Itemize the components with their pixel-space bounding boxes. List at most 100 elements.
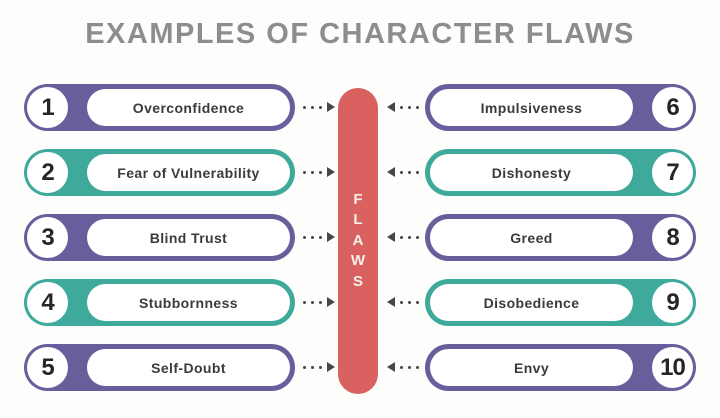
dot-icon: [311, 170, 314, 174]
dotted-arrow-left: [387, 362, 419, 372]
dot-icon: [400, 105, 403, 109]
number-badge: 1: [27, 87, 68, 128]
dot-icon: [311, 365, 314, 369]
dotted-arrow-left: [387, 232, 419, 242]
dotted-arrow-right: [303, 102, 335, 112]
arrow-head-right-icon: [327, 167, 335, 177]
dot-icon: [311, 105, 314, 109]
flaw-label: Disobedience: [483, 294, 580, 311]
flaw-label: Blind Trust: [149, 229, 228, 246]
page-title: EXAMPLES OF CHARACTER FLAWS: [85, 18, 635, 50]
flaw-item-9: Disobedience 9: [425, 279, 696, 326]
arrow-head-left-icon: [387, 297, 395, 307]
dot-icon: [311, 235, 314, 239]
flaw-label-pill: Stubbornness: [87, 284, 290, 321]
item-number: 7: [666, 158, 679, 186]
dotted-arrow-right: [303, 167, 335, 177]
dotted-arrow-left: [387, 297, 419, 307]
dot-icon: [319, 365, 322, 369]
dot-icon: [408, 105, 411, 109]
dot-icon: [303, 365, 306, 369]
arrow-head-left-icon: [387, 362, 395, 372]
flaw-label-pill: Envy: [430, 349, 633, 386]
arrow-head-left-icon: [387, 167, 395, 177]
flaw-label-pill: Greed: [430, 219, 633, 256]
flaw-item-4: 4 Stubbornness: [24, 279, 295, 326]
number-badge: 2: [27, 152, 68, 193]
dot-icon: [416, 235, 419, 239]
dot-icon: [408, 365, 411, 369]
flaw-label: Fear of Vulnerability: [117, 164, 260, 181]
flaw-label-pill: Impulsiveness: [430, 89, 633, 126]
flaw-label-pill: Disobedience: [430, 284, 633, 321]
item-number: 5: [41, 353, 54, 381]
flaw-label: Self-Doubt: [151, 359, 226, 376]
dot-icon: [319, 235, 322, 239]
dot-icon: [319, 300, 322, 304]
flaws-center-bar: FLAWS: [338, 88, 378, 394]
dotted-arrow-right: [303, 297, 335, 307]
dotted-arrow-right: [303, 232, 335, 242]
flaw-item-1: 1 Overconfidence: [24, 84, 295, 131]
item-number: 10: [660, 353, 686, 381]
dot-icon: [416, 300, 419, 304]
item-number: 4: [41, 288, 54, 316]
dot-icon: [319, 105, 322, 109]
flaw-label: Envy: [513, 359, 550, 376]
arrow-head-right-icon: [327, 297, 335, 307]
arrow-head-left-icon: [387, 102, 395, 112]
dot-icon: [408, 235, 411, 239]
arrow-head-right-icon: [327, 232, 335, 242]
flaw-item-2: 2 Fear of Vulnerability: [24, 149, 295, 196]
arrow-head-right-icon: [327, 362, 335, 372]
dot-icon: [400, 365, 403, 369]
dot-icon: [303, 105, 306, 109]
number-badge: 9: [652, 282, 693, 323]
flaw-label: Greed: [510, 229, 553, 246]
number-badge: 3: [27, 217, 68, 258]
item-number: 1: [41, 93, 54, 121]
flaw-label: Impulsiveness: [480, 99, 583, 116]
flaw-item-7: Dishonesty 7: [425, 149, 696, 196]
flaw-item-5: 5 Self-Doubt: [24, 344, 295, 391]
dot-icon: [303, 170, 306, 174]
dotted-arrow-left: [387, 167, 419, 177]
dot-icon: [408, 170, 411, 174]
arrow-head-left-icon: [387, 232, 395, 242]
item-number: 2: [41, 158, 54, 186]
flaw-label-pill: Overconfidence: [87, 89, 290, 126]
number-badge: 6: [652, 87, 693, 128]
dot-icon: [303, 235, 306, 239]
flaw-label-pill: Blind Trust: [87, 219, 290, 256]
item-number: 9: [666, 288, 679, 316]
dot-icon: [303, 300, 306, 304]
flaw-item-10: Envy 10: [425, 344, 696, 391]
flaw-label: Stubbornness: [139, 294, 238, 311]
dotted-arrow-right: [303, 362, 335, 372]
flaw-label-pill: Dishonesty: [430, 154, 633, 191]
dot-icon: [416, 170, 419, 174]
flaws-vertical-label: FLAWS: [350, 190, 366, 290]
flaw-label: Dishonesty: [491, 164, 572, 181]
flaw-label-pill: Self-Doubt: [87, 349, 290, 386]
number-badge: 8: [652, 217, 693, 258]
item-number: 6: [666, 93, 679, 121]
number-badge: 7: [652, 152, 693, 193]
flaw-item-3: 3 Blind Trust: [24, 214, 295, 261]
dot-icon: [311, 300, 314, 304]
dot-icon: [319, 170, 322, 174]
dot-icon: [416, 105, 419, 109]
flaw-label-pill: Fear of Vulnerability: [87, 154, 290, 191]
flaw-item-6: Impulsiveness 6: [425, 84, 696, 131]
item-number: 3: [41, 223, 54, 251]
flaw-label: Overconfidence: [132, 99, 245, 116]
item-number: 8: [666, 223, 679, 251]
arrow-head-right-icon: [327, 102, 335, 112]
dot-icon: [408, 300, 411, 304]
flaw-item-8: Greed 8: [425, 214, 696, 261]
number-badge: 10: [652, 347, 693, 388]
number-badge: 5: [27, 347, 68, 388]
dot-icon: [400, 300, 403, 304]
dotted-arrow-left: [387, 102, 419, 112]
